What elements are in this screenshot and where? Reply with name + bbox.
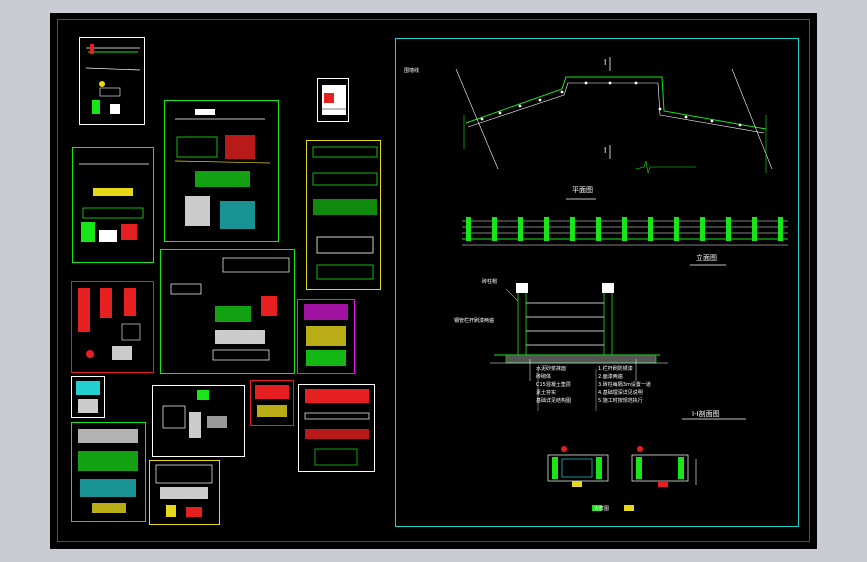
section-mark-bottom: I [604, 146, 607, 155]
thumb-sheet-12[interactable] [298, 384, 375, 472]
thumb-sheet-6[interactable] [71, 281, 154, 373]
legend-right-item: 3.砖柱每隔3m设置一道 [598, 382, 651, 388]
legend-left-item: C15混凝土垫层 [536, 382, 571, 388]
section-view-title: I-I剖面图 [692, 410, 720, 418]
thumb-sheet-11[interactable] [250, 380, 294, 426]
thumb-sheet-2[interactable] [317, 78, 349, 122]
main-drawing-sheet[interactable]: 平面图 立面图 I-I剖面图 围墙线 I I 砖柱帽 钢管栏杆刷漆两遍 水泥砂浆… [395, 38, 799, 527]
legend-left-item: 水泥砂浆抹面 [536, 366, 567, 372]
thumb-sheet-14[interactable] [149, 460, 220, 525]
thumb-sheet-13[interactable] [71, 422, 146, 522]
thumb-sheet-1[interactable] [79, 37, 145, 125]
thumb-sheet-8[interactable] [297, 299, 355, 374]
legend-left-item: 素土夯实 [536, 390, 557, 396]
legend-right-item: 1.栏杆刷防锈漆 [598, 366, 633, 372]
drawing-canvas[interactable] [50, 13, 817, 549]
legend-right: 1.栏杆刷防锈漆 2.面漆两遍 3.砖柱每隔3m设置一道 4.基础埋深详见说明 … [598, 367, 651, 407]
plan-note: 围墙线 [404, 68, 420, 74]
elevation-view-title: 立面图 [696, 254, 717, 262]
main-drawing-lines [455, 57, 788, 511]
legend-left: 水泥砂浆抹面 砖砌体 C15混凝土垫层 素土夯实 基础详见结构图 [536, 367, 571, 407]
section-callout-mid: 钢管栏杆刷漆两遍 [454, 318, 495, 324]
section-mark-top: I [604, 58, 607, 67]
legend-right-item: 5.施工时按规范执行 [598, 398, 643, 404]
plan-view-title: 平面图 [572, 186, 593, 194]
legend-left-item: 砖砌体 [536, 374, 552, 380]
thumb-sheet-3[interactable] [164, 100, 279, 242]
bottom-caption: 大样图 [594, 506, 610, 512]
thumb-sheet-10[interactable] [152, 385, 245, 457]
drawing-frame-border [57, 19, 810, 542]
legend-right-item: 2.面漆两遍 [598, 374, 623, 380]
section-callout-top: 砖柱帽 [482, 279, 498, 285]
legend-right-item: 4.基础埋深详见说明 [598, 390, 643, 396]
legend-left-item: 基础详见结构图 [536, 398, 572, 404]
thumb-sheet-7[interactable] [160, 249, 295, 374]
thumb-sheet-9[interactable] [71, 376, 105, 418]
thumb-sheet-4[interactable] [72, 147, 154, 263]
thumb-sheet-5[interactable] [306, 140, 381, 290]
elevation-posts [466, 217, 783, 241]
